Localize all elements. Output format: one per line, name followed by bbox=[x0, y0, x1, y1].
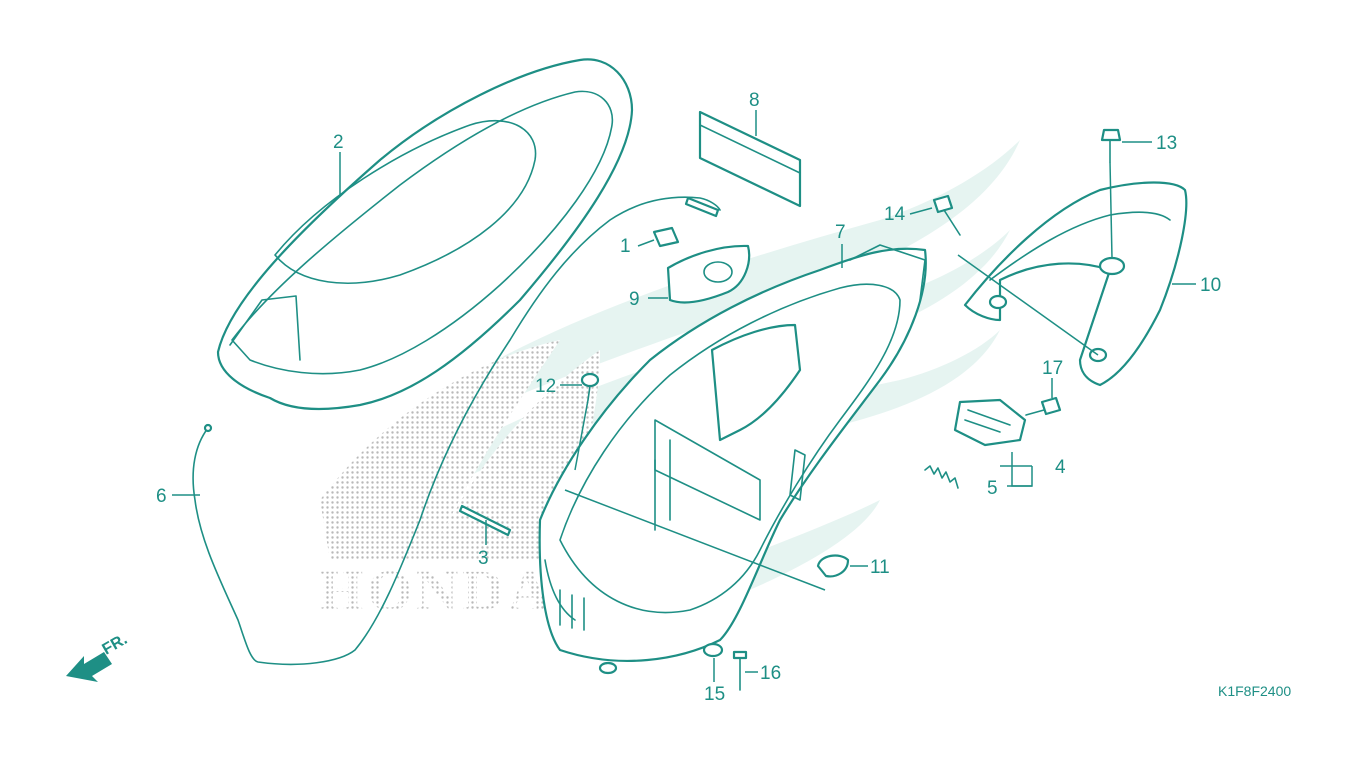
bolt-13-part bbox=[1100, 128, 1122, 163]
spring-part bbox=[924, 465, 959, 489]
bolt-14-part bbox=[932, 194, 961, 236]
callout-14: 14 bbox=[884, 204, 906, 225]
callout-13: 13 bbox=[1156, 133, 1177, 154]
callout-7: 7 bbox=[835, 222, 846, 243]
diagram-code: K1F8F2400 bbox=[1218, 683, 1291, 699]
seat-part bbox=[216, 58, 634, 411]
leader-lines bbox=[172, 110, 1196, 682]
grommet-15-part bbox=[702, 642, 724, 658]
strip-part bbox=[698, 110, 802, 208]
bolt-17-part bbox=[1025, 396, 1062, 416]
callout-3: 3 bbox=[478, 548, 489, 569]
honda-watermark-text: HONDA bbox=[318, 558, 554, 623]
callout-2: 2 bbox=[333, 132, 344, 153]
callout-5: 5 bbox=[987, 478, 998, 499]
luggage-box-part bbox=[538, 244, 927, 675]
seat-lock-cable-part bbox=[192, 196, 721, 666]
callout-17: 17 bbox=[1042, 358, 1063, 379]
callout-11: 11 bbox=[870, 557, 890, 578]
callout-10: 10 bbox=[1200, 275, 1221, 296]
callout-16: 16 bbox=[760, 663, 781, 684]
front-direction-arrow-icon bbox=[66, 652, 112, 682]
cap-11-part bbox=[816, 554, 850, 578]
clip-part bbox=[652, 226, 680, 248]
pin-part bbox=[458, 504, 512, 537]
callout-12: 12 bbox=[535, 376, 556, 397]
rear-grip-part bbox=[963, 181, 1188, 387]
screw-16-part bbox=[732, 650, 748, 691]
seat-lock-part bbox=[953, 398, 1027, 447]
callout-4: 4 bbox=[1055, 457, 1066, 478]
callout-1: 1 bbox=[620, 236, 631, 257]
latch-part bbox=[666, 244, 751, 304]
fastener-12-part bbox=[580, 372, 600, 401]
callout-6: 6 bbox=[156, 486, 167, 507]
callout-8: 8 bbox=[749, 90, 760, 111]
callout-15: 15 bbox=[704, 684, 725, 705]
callout-9: 9 bbox=[629, 289, 640, 310]
